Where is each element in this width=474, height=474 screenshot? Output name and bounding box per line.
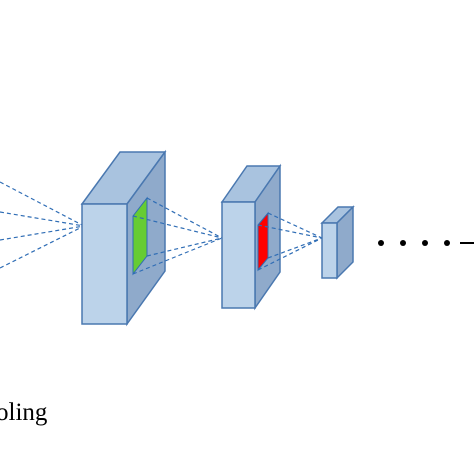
feature-map-block-2 bbox=[220, 163, 282, 311]
feature-map-block-1 bbox=[80, 149, 167, 327]
block-3-front-face bbox=[321, 222, 338, 279]
input-projection-lines bbox=[0, 181, 85, 269]
caption-text: oling bbox=[0, 399, 48, 426]
block-1-front-face bbox=[81, 203, 128, 325]
projection-lines-block-1-to-2 bbox=[132, 197, 223, 275]
projection-lines-block-2-to-3 bbox=[257, 212, 323, 271]
ellipsis-dots-icon bbox=[378, 240, 450, 246]
block-2-front-face bbox=[221, 201, 256, 309]
feature-map-block-3 bbox=[320, 205, 355, 280]
